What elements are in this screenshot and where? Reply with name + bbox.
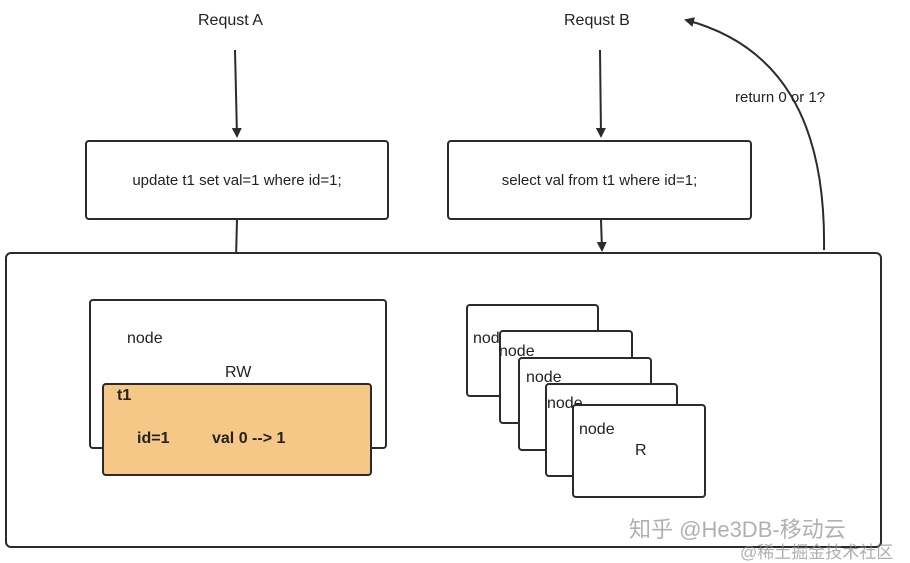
r-node-label-5: node (579, 421, 615, 438)
update-sql-box: update t1 set val=1 where id=1; (85, 140, 389, 220)
table-t1-val: val 0 --> 1 (212, 430, 286, 447)
table-t1-name: t1 (117, 387, 132, 404)
table-t1-box: t1 id=1 val 0 --> 1 (102, 383, 372, 476)
request-b-title: Requst B (564, 12, 630, 29)
rw-node-label: node (127, 330, 163, 347)
r-node-label-3: node (526, 369, 562, 386)
arrow-request-b-to-sql (595, 49, 606, 138)
r-node-role: R (635, 442, 647, 459)
r-node-box-5: node R (572, 404, 706, 498)
juejin-watermark: @稀土掘金技术社区 (740, 543, 894, 562)
arrow-return-curve (684, 17, 826, 251)
select-sql-text: select val from t1 where id=1; (501, 172, 698, 189)
return-label: return 0 or 1? (735, 89, 826, 106)
r-node-label-2: node (499, 343, 535, 360)
rw-node-role: RW (225, 364, 252, 381)
update-sql-text: update t1 set val=1 where id=1; (132, 172, 342, 189)
arrow-select-to-cluster (596, 219, 607, 252)
arrow-request-a-to-sql (231, 49, 242, 138)
table-t1-id: id=1 (137, 430, 170, 447)
zhihu-watermark: 知乎 @He3DB-移动云 (629, 517, 846, 542)
request-a-title: Requst A (198, 12, 263, 29)
select-sql-box: select val from t1 where id=1; (447, 140, 752, 220)
